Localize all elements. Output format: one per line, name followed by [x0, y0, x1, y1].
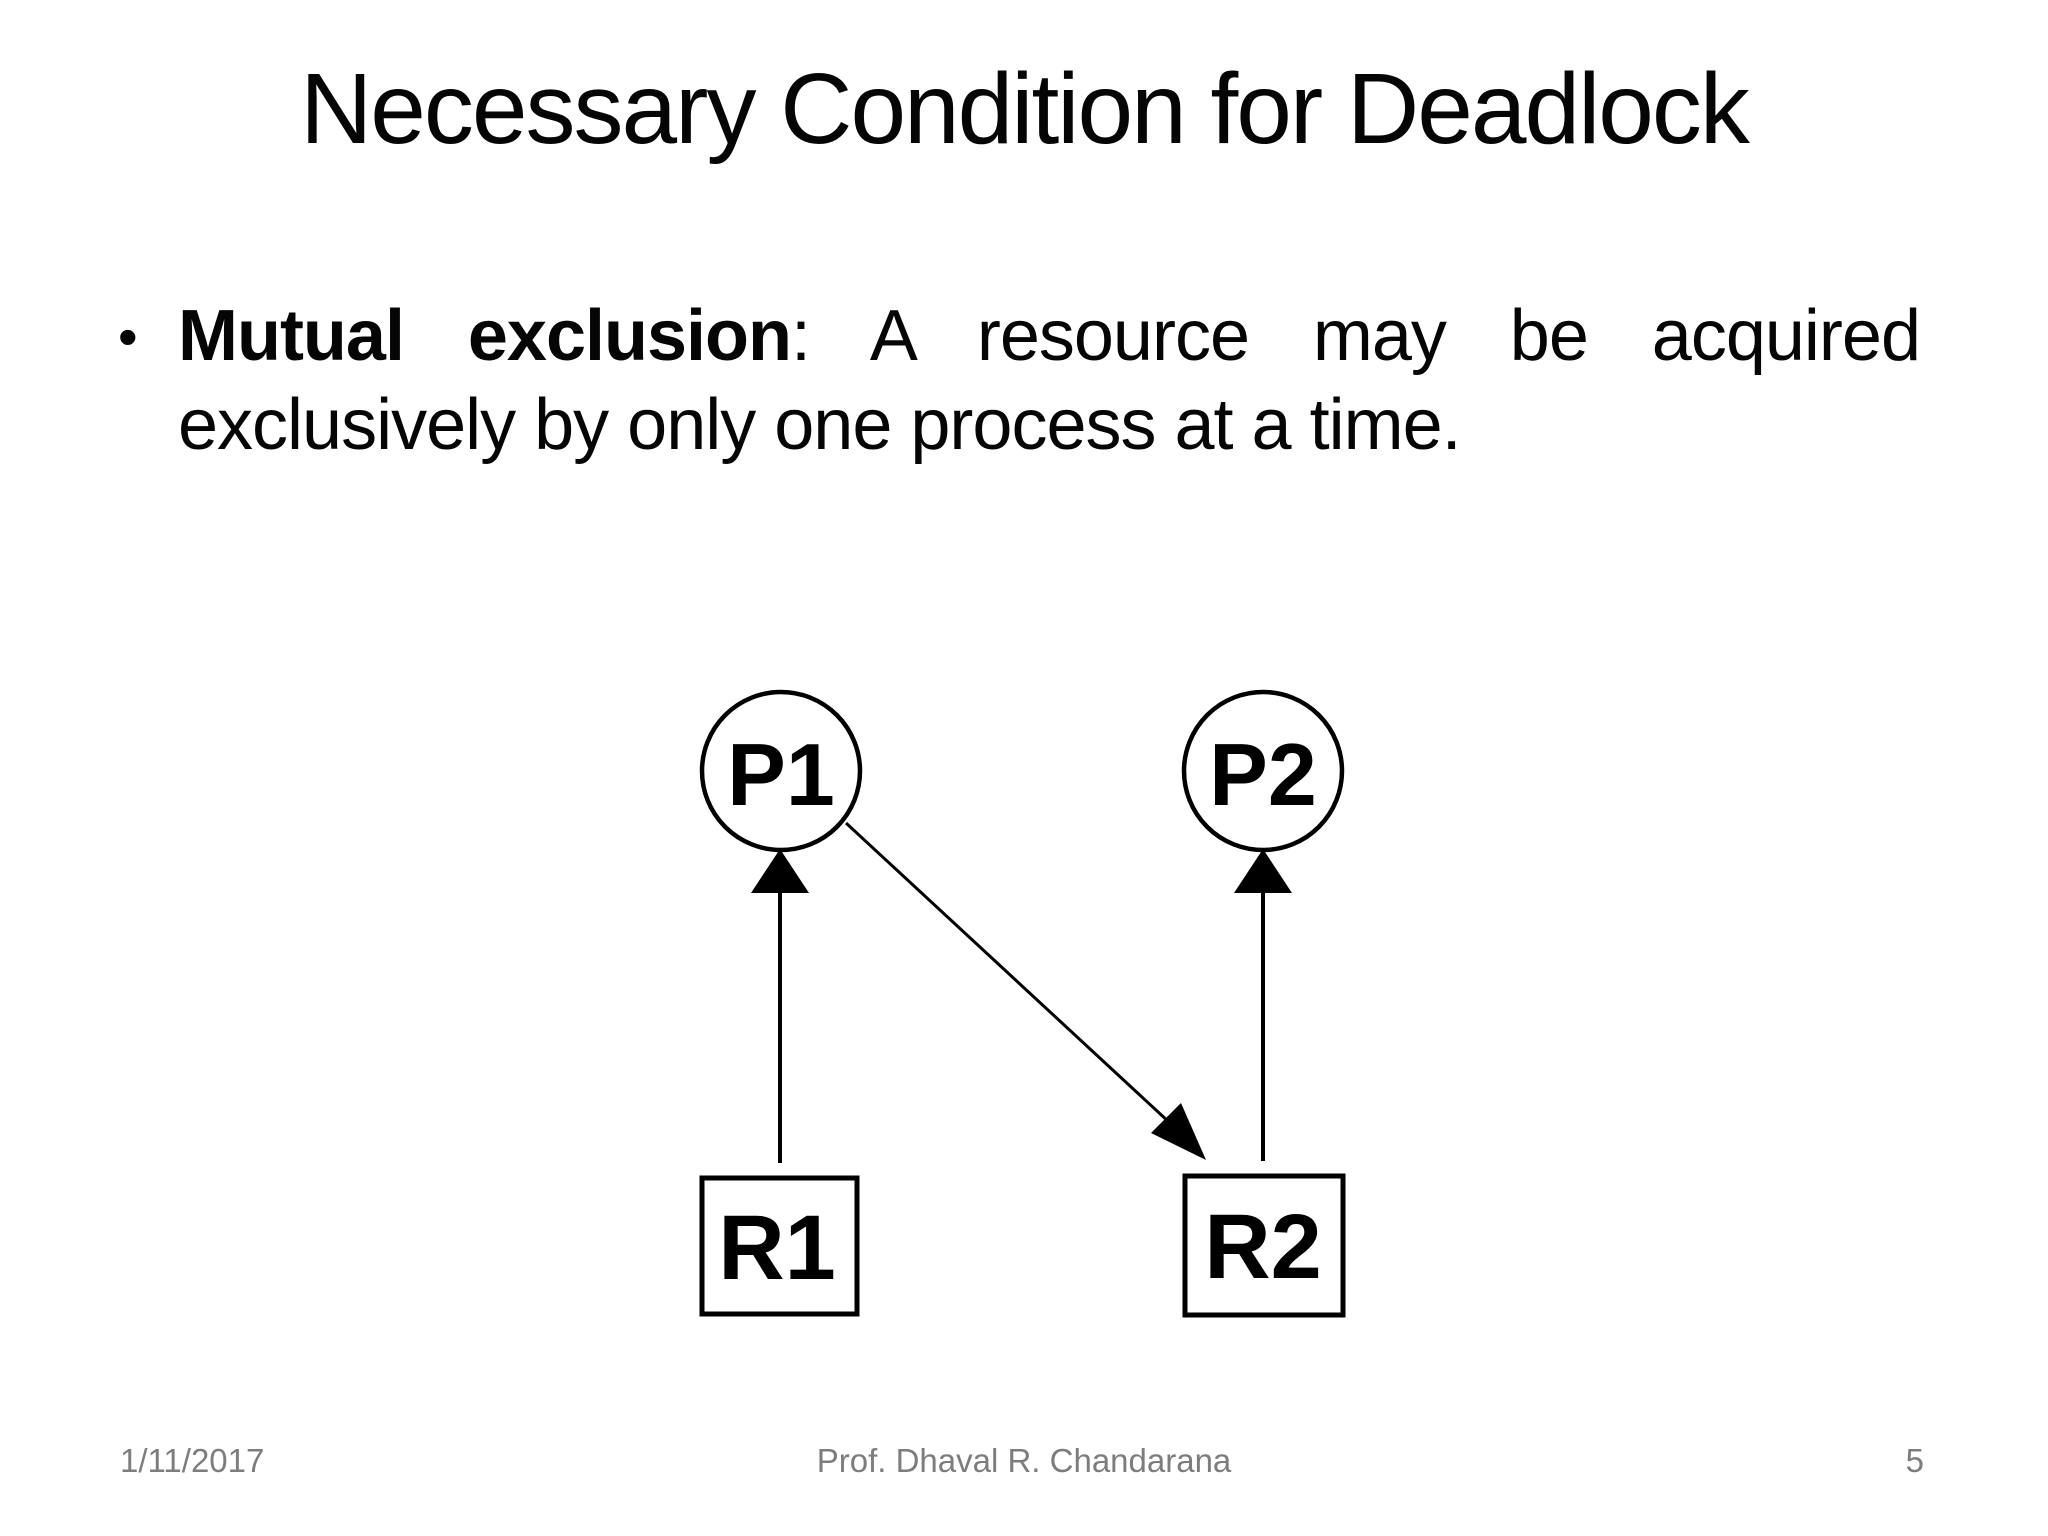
node-r1-label: R1	[718, 1197, 836, 1299]
bullet-term-bold: Mutual exclusion	[178, 296, 792, 376]
edge-r1-to-p1-arrowhead	[751, 849, 809, 893]
node-r1-box	[699, 1175, 860, 1317]
bullet-marker: •	[118, 305, 138, 368]
bullet-line-1: Mutual exclusion: A resource may be acqu…	[178, 292, 1921, 381]
footer-author: Prof. Dhaval R. Chandarana	[816, 1442, 1232, 1479]
footer-date: 1/11/2017	[120, 1442, 265, 1479]
edge-p1-to-r2-line	[844, 821, 1172, 1125]
slide-footer: 1/11/2017 Prof. Dhaval R. Chandarana 5	[0, 1442, 2048, 1492]
bullet-line-2: exclusively by only one process at a tim…	[178, 385, 1462, 465]
edge-p1-to-r2-arrowhead	[1151, 1103, 1206, 1160]
node-r2-box	[1182, 1173, 1346, 1318]
bullet-line-1-rest: : A resource may be acquired	[790, 296, 1921, 376]
bullet-item: • Mutual exclusion: A resource may be ac…	[118, 292, 1921, 470]
bullet-text: Mutual exclusion: A resource may be acqu…	[178, 292, 1921, 470]
node-p2-circle	[1181, 689, 1345, 853]
node-p1-label: P1	[727, 725, 835, 824]
slide-title: Necessary Condition for Deadlock	[300, 53, 1750, 165]
footer-page-number: 5	[1905, 1442, 1924, 1479]
edge-r2-to-p2-arrowhead	[1234, 849, 1292, 893]
node-r2-label: R2	[1204, 1196, 1322, 1298]
node-p2-label: P2	[1209, 725, 1317, 824]
node-p1-circle	[699, 689, 863, 853]
